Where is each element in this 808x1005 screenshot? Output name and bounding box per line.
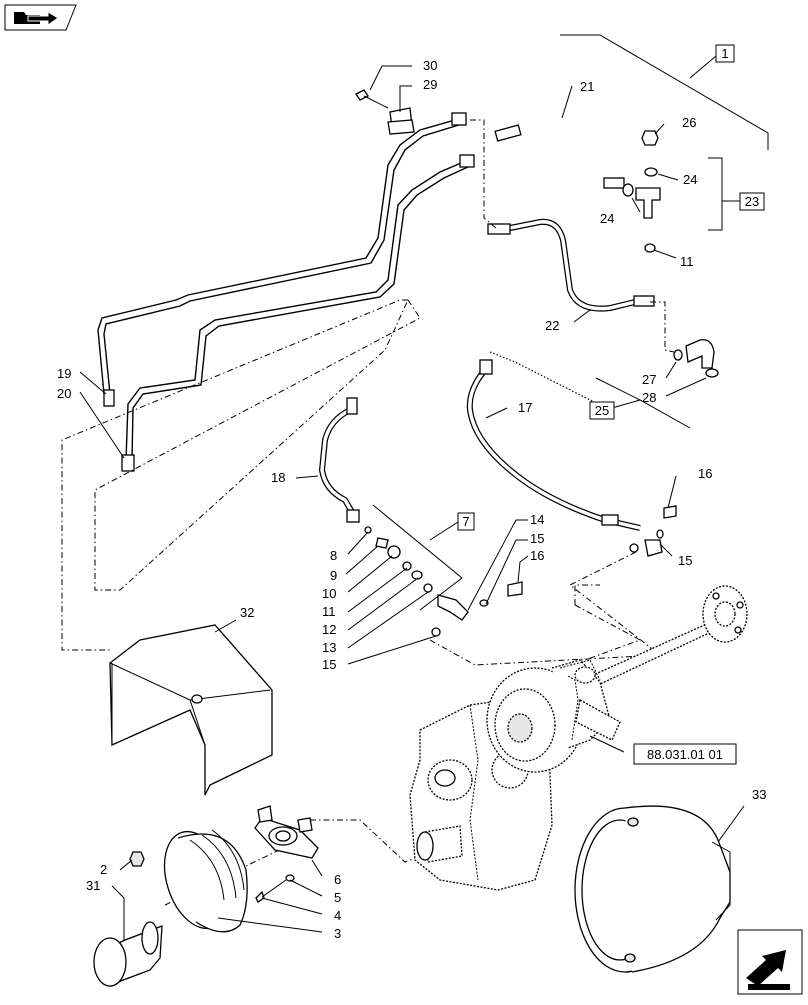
svg-text:1: 1 <box>721 46 728 61</box>
bolt-4-5 <box>255 874 295 903</box>
callout-5: 5 <box>334 890 341 905</box>
fitting-series-7 <box>364 505 677 637</box>
fitting-group-23 <box>622 130 661 253</box>
callout-32: 32 <box>240 605 254 620</box>
callout-15-b: 15 <box>678 553 692 568</box>
hose-18 <box>318 397 360 523</box>
rigid-tube-20 <box>125 159 471 461</box>
callout-31: 31 <box>86 878 100 893</box>
callout-17: 17 <box>518 400 532 415</box>
tube-fitting-top <box>103 112 475 472</box>
callout-21: 21 <box>580 79 594 94</box>
assembly-leader-1 <box>560 34 769 150</box>
nut-2 <box>129 851 145 867</box>
svg-text:25: 25 <box>595 403 609 418</box>
callout-14: 14 <box>530 512 544 527</box>
callout-30: 30 <box>423 58 437 73</box>
ref-box-23: 23 <box>739 192 765 211</box>
leader-lines <box>79 65 745 940</box>
assembly-leader-7 <box>372 504 463 611</box>
callout-15-c: 15 <box>322 657 336 672</box>
clip-29 <box>387 107 415 135</box>
bearing-flange-6 <box>254 805 319 859</box>
guard-cover-32 <box>109 624 273 796</box>
next-page-arrow-icon[interactable] <box>737 929 803 995</box>
callout-2: 2 <box>100 862 107 877</box>
callout-11-top: 11 <box>680 254 694 269</box>
guard-bowl-33 <box>574 805 731 973</box>
callout-13: 13 <box>322 640 336 655</box>
elbow-fitting <box>673 339 719 378</box>
rigid-tube-19 <box>97 117 463 395</box>
driveshaft <box>559 585 748 701</box>
svg-text:7: 7 <box>462 514 469 529</box>
bolt-30 <box>355 89 389 109</box>
ref-box-7: 7 <box>457 512 475 531</box>
protective-boot-3 <box>163 829 248 933</box>
callout-24-right: 24 <box>683 172 697 187</box>
callout-33: 33 <box>752 787 766 802</box>
callout-4: 4 <box>334 908 341 923</box>
hose-21 <box>494 108 625 189</box>
callout-6: 6 <box>334 872 341 887</box>
callout-8: 8 <box>330 548 337 563</box>
clutch-hub <box>486 659 621 773</box>
callout-9: 9 <box>330 568 337 583</box>
callout-10: 10 <box>322 586 336 601</box>
bracket-23 <box>708 157 740 231</box>
callout-12: 12 <box>322 622 336 637</box>
folder-back-arrow-icon[interactable] <box>4 4 77 31</box>
callout-28: 28 <box>642 390 656 405</box>
callout-20: 20 <box>57 386 71 401</box>
hose-22 <box>487 218 655 312</box>
assembly-leader-25 <box>595 377 691 429</box>
callout-22: 22 <box>545 318 559 333</box>
callout-labels: 30 29 21 26 24 24 11 22 27 28 19 20 17 1… <box>57 58 766 941</box>
sleeve-31 <box>93 921 163 987</box>
ref-box-25: 25 <box>589 401 615 420</box>
svg-text:23: 23 <box>745 194 759 209</box>
callout-27: 27 <box>642 372 656 387</box>
callout-15-a: 15 <box>530 531 544 546</box>
callout-3: 3 <box>334 926 341 941</box>
callout-11-bottom: 11 <box>322 604 336 619</box>
svg-text:88.031.01 01: 88.031.01 01 <box>647 747 723 762</box>
ref-box-1: 1 <box>715 44 735 63</box>
callout-19: 19 <box>57 366 71 381</box>
callout-29: 29 <box>423 77 437 92</box>
callout-16-bottom: 16 <box>530 548 544 563</box>
hose-17 <box>466 359 641 531</box>
callout-18: 18 <box>271 470 285 485</box>
cross-reference-link[interactable]: 88.031.01 01 <box>633 743 737 765</box>
callout-16-top: 16 <box>698 466 712 481</box>
callout-24-left: 24 <box>600 211 614 226</box>
callout-26: 26 <box>682 115 696 130</box>
